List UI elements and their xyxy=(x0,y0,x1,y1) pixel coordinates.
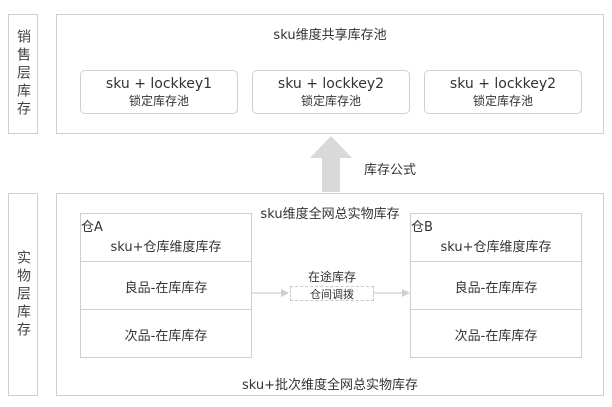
in-transit-stock-label: 在途库存 xyxy=(307,270,356,284)
lock-pool-label: 锁定库存池 xyxy=(472,93,533,108)
warehouse-b: 仓B sku+仓库维度库存 良品-在库库存 次品-在库库存 xyxy=(410,213,582,358)
lock-pool-3: sku + lockkey2 锁定库存池 xyxy=(424,70,582,114)
lock-pool-key: sku + lockkey2 xyxy=(449,75,557,92)
warehouse-a-name: 仓A xyxy=(81,220,103,235)
warehouse-b-defective-stock: 次品-在库库存 xyxy=(411,309,581,358)
warehouse-a-sku-stock: sku+仓库维度库存 xyxy=(110,240,222,255)
physical-stock-title: sku维度全网总实物库存 xyxy=(260,207,400,222)
inter-warehouse-allocation-label: 仓间调拨 xyxy=(310,287,354,301)
lock-pool-1: sku + lockkey1 锁定库存池 xyxy=(80,70,238,114)
formula-label: 库存公式 xyxy=(364,163,417,178)
sales-layer-label: 销售层库存 xyxy=(8,14,38,134)
warehouse-a-good-stock: 良品-在库库存 xyxy=(81,261,251,310)
sales-layer-label-text: 销售层库存 xyxy=(15,29,31,119)
warehouse-a: 仓A sku+仓库维度库存 良品-在库库存 次品-在库库存 xyxy=(80,213,252,358)
physical-layer-label: 实物层库存 xyxy=(8,193,38,396)
transfer-arrow-left xyxy=(252,289,289,297)
transfer-arrow-right xyxy=(373,289,410,297)
lock-pool-label: 锁定库存池 xyxy=(300,93,361,108)
lock-pool-key: sku + lockkey1 xyxy=(105,75,213,92)
warehouse-b-sku-stock: sku+仓库维度库存 xyxy=(440,240,552,255)
lock-pool-2: sku + lockkey2 锁定库存池 xyxy=(252,70,410,114)
warehouse-b-name: 仓B xyxy=(411,220,433,235)
physical-stock-bottom-label: sku+批次维度全网总实物库存 xyxy=(241,378,419,393)
physical-layer-label-text: 实物层库存 xyxy=(15,249,31,340)
warehouse-a-defective-stock: 次品-在库库存 xyxy=(81,309,251,358)
shared-stock-pool-title: sku维度共享库存池 xyxy=(273,28,387,43)
lock-pool-key: sku + lockkey2 xyxy=(277,75,385,92)
inter-warehouse-allocation: 仓间调拨 xyxy=(290,286,374,301)
formula-up-arrow xyxy=(310,136,352,192)
warehouse-b-good-stock: 良品-在库库存 xyxy=(411,261,581,310)
lock-pool-label: 锁定库存池 xyxy=(128,93,189,108)
